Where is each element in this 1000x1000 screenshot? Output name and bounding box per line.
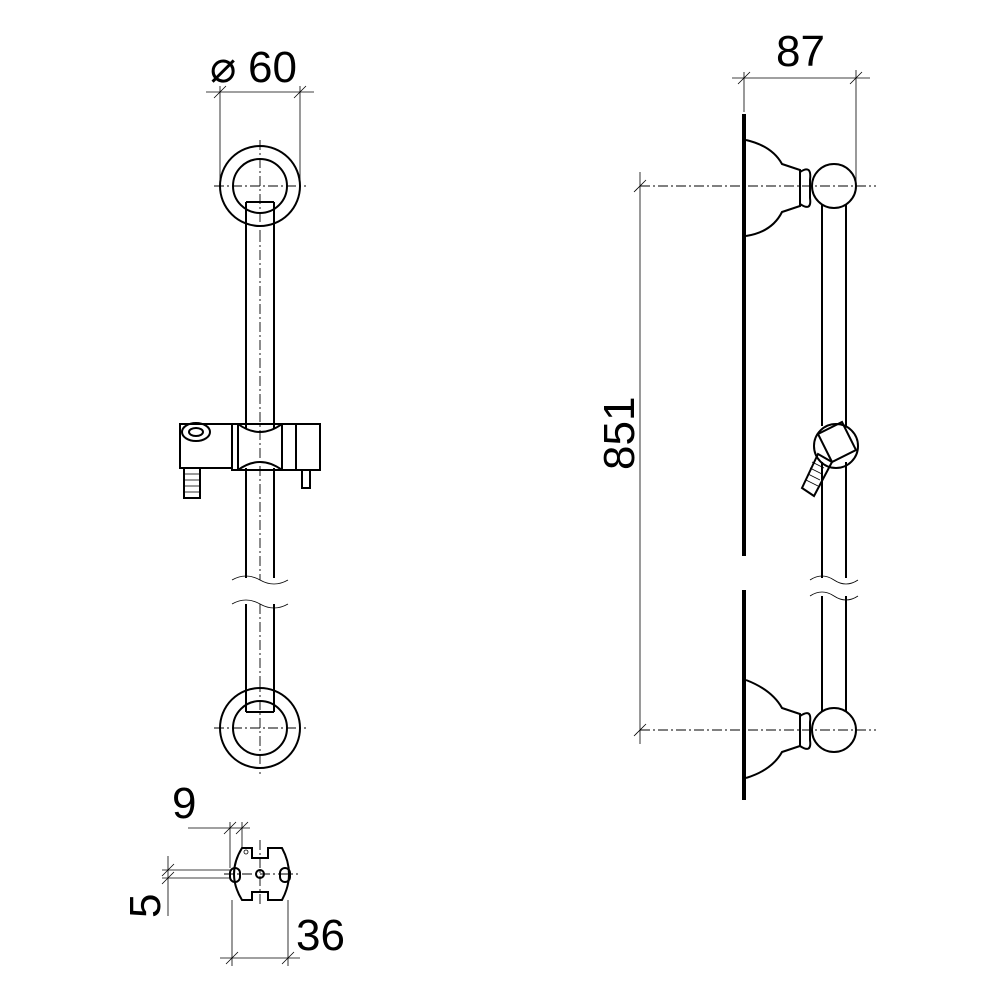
top-side-bracket [640,139,876,237]
dimension-rail-length: 851 [595,397,644,470]
bottom-wall-rose [214,682,306,774]
side-holder [800,420,859,498]
length-dimension: 851 [595,172,647,744]
dimension-bracket-width: 36 [296,911,345,960]
bottom-side-bracket [640,679,876,779]
diameter-symbol: ⌀ [210,43,237,92]
dimension-rail-depth: 87 [776,27,825,76]
bracket-detail: 9 5 36 [121,779,345,966]
rail-upper [231,201,289,585]
rail-lower [231,599,289,713]
dimension-rose-diameter: 60 [248,43,297,92]
dimension-bracket-offset-top: 9 [172,779,196,828]
diameter-dimension: ⌀ 60 [206,43,314,186]
top-wall-rose [214,140,306,232]
slider-holder [179,422,321,499]
front-view: ⌀ 60 [179,43,321,774]
depth-dimension: 87 [732,27,870,186]
side-view: 87 851 [595,27,876,800]
dimension-bracket-offset-side: 5 [121,894,170,918]
